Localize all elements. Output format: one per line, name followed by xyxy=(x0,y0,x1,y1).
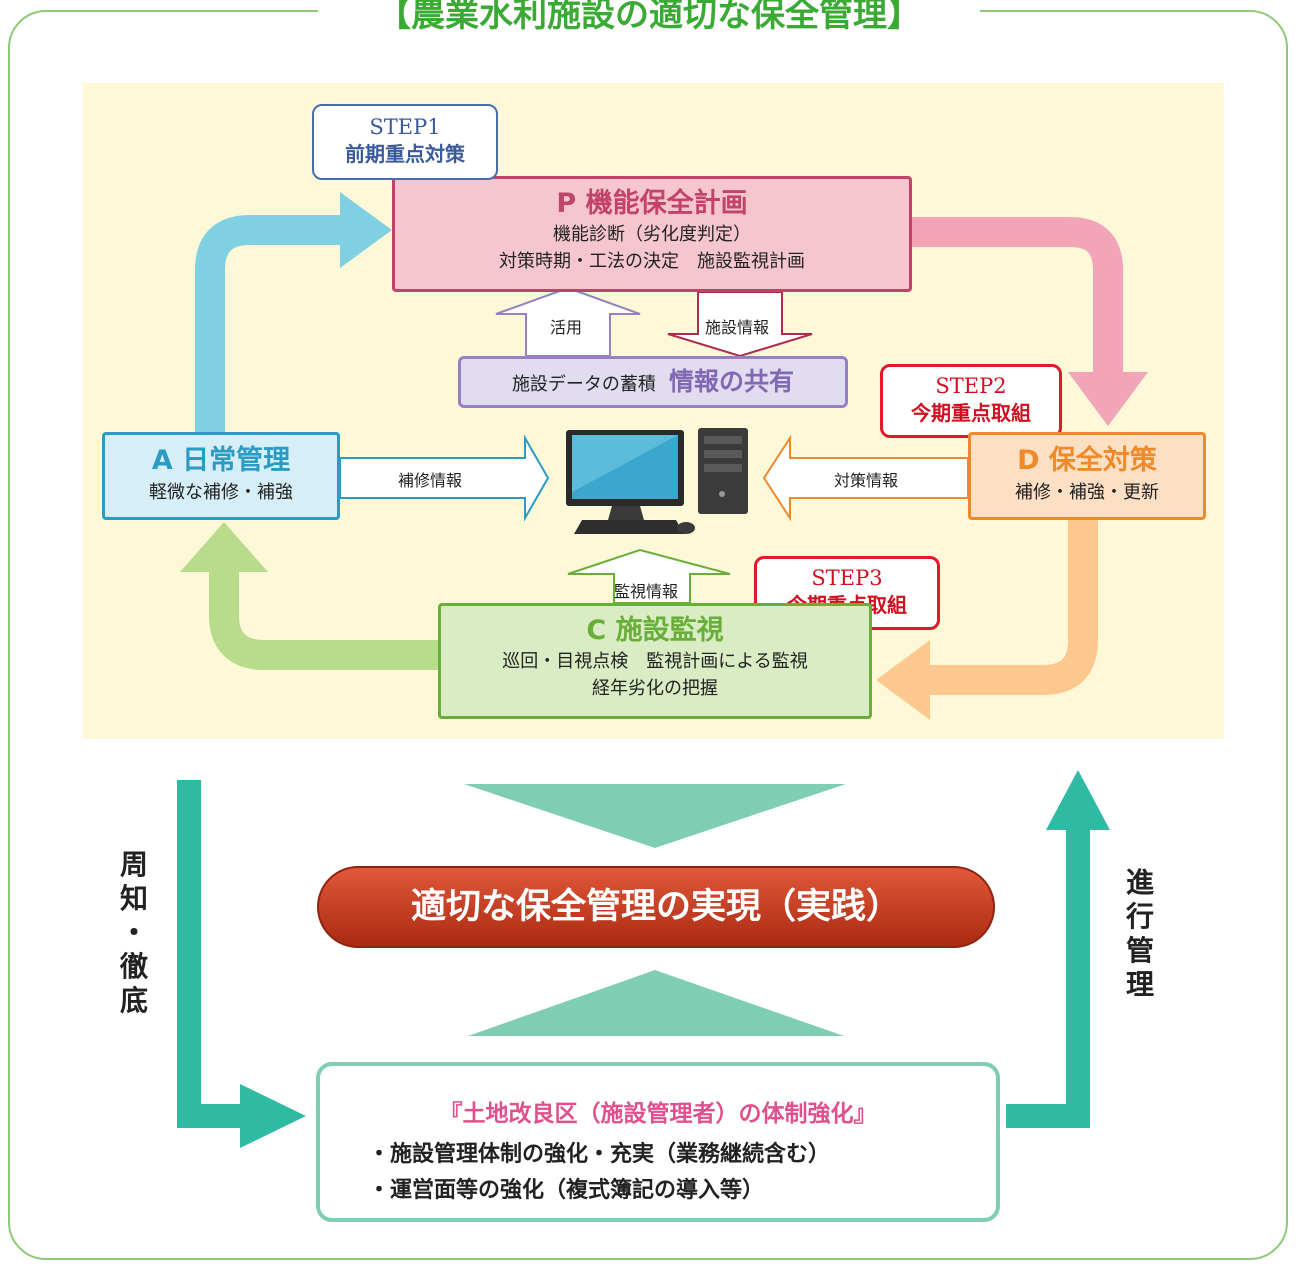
step3-number: STEP3 xyxy=(811,566,883,590)
right-vchar: 管 xyxy=(1125,934,1154,967)
bottom-heading: 『土地改良区（施設管理者）の体制強化』 xyxy=(439,1101,877,1127)
hoshu-joho-label: 補修情報 xyxy=(398,471,463,490)
right-vchar: 理 xyxy=(1125,968,1154,1001)
info-share-main: 情報の共有 xyxy=(669,367,795,396)
right-teal-arrowhead xyxy=(1046,770,1110,830)
main-banner-shape xyxy=(317,866,995,948)
p-line2: 対策時期・工法の決定 施設監視計画 xyxy=(499,251,805,272)
bottom-item2: ・運営面等の強化（複式簿記の導入等） xyxy=(368,1178,765,1203)
left-vchar: 知 xyxy=(119,882,148,915)
left-teal-arrow-shaft xyxy=(177,780,244,1128)
cycle-arrow-d-to-c xyxy=(930,520,1098,695)
left-vchar: ・ xyxy=(119,916,148,949)
right-vchar: 行 xyxy=(1125,900,1154,933)
bottom-box: 『土地改良区（施設管理者）の体制強化』 ・施設管理体制の強化・充実（業務継続含む… xyxy=(316,1062,1000,1222)
d-heading: D 保全対策 xyxy=(1017,445,1157,476)
left-teal-arrowhead xyxy=(240,1084,306,1148)
c-line1: 巡回・目視点検 監視計画による監視 xyxy=(502,651,808,672)
left-vertical-text: 周 知 ・ 徹 底 xyxy=(114,848,154,1018)
cycle-arrow-a-to-p xyxy=(195,215,340,432)
cycle-arrow-p-to-d xyxy=(912,217,1123,372)
bottom-teal-up-shape xyxy=(468,970,844,1036)
taisaku-joho-arrow xyxy=(762,434,969,522)
cycle-arrow-c-to-a xyxy=(209,572,440,670)
katsuyo-label: 活用 xyxy=(550,318,583,337)
c-line2: 経年劣化の把握 xyxy=(592,678,718,699)
step1-number: STEP1 xyxy=(369,115,441,139)
a-heading: A 日常管理 xyxy=(151,445,291,476)
step2-label: 今期重点取組 xyxy=(911,401,1031,425)
cycle-arrowhead-d-to-c xyxy=(876,640,930,720)
taisaku-joho-label: 対策情報 xyxy=(834,471,899,490)
monitor-stand xyxy=(608,506,644,520)
step1-label: 前期重点対策 xyxy=(345,142,465,166)
right-vertical-text: 進 行 管 理 xyxy=(1120,866,1160,1002)
left-vchar: 徹 xyxy=(119,950,148,983)
step1-badge: STEP1 前期重点対策 xyxy=(312,104,498,180)
left-vchar: 周 xyxy=(119,848,148,881)
keyboard xyxy=(574,520,684,534)
cycle-arrowhead-a-to-p xyxy=(340,192,392,268)
step2-badge: STEP2 今期重点取組 xyxy=(880,364,1062,438)
shisetsu-joho-label: 施設情報 xyxy=(705,318,770,337)
left-vchar: 底 xyxy=(119,984,148,1017)
p-line1: 機能診断（劣化度判定） xyxy=(553,224,751,245)
info-share-box: 施設データの蓄積 情報の共有 xyxy=(458,356,848,408)
kanshi-joho-label: 監視情報 xyxy=(614,582,679,601)
cycle-arrowhead-c-to-a xyxy=(180,522,268,572)
monitor-screen-glare xyxy=(572,435,678,492)
a-box: A 日常管理 軽微な補修・補強 xyxy=(102,432,340,520)
p-box: P 機能保全計画 機能診断（劣化度判定） 対策時期・工法の決定 施設監視計画 xyxy=(392,176,912,292)
p-heading: P 機能保全計画 xyxy=(556,188,748,219)
kanshi-joho-arrow xyxy=(567,548,731,604)
page-title: 【農業水利施設の適切な保全管理】 xyxy=(377,0,921,35)
step2-number: STEP2 xyxy=(935,374,1007,398)
c-heading: C 施設監視 xyxy=(586,615,724,646)
bottom-item1: ・施設管理体制の強化・充実（業務継続含む） xyxy=(368,1142,831,1167)
hoshu-joho-arrow xyxy=(339,434,550,522)
a-line: 軽微な補修・補強 xyxy=(149,482,293,503)
title-background: 【農業水利施設の適切な保全管理】 xyxy=(318,0,980,36)
right-vchar: 進 xyxy=(1125,866,1154,899)
main-banner-text: 適切な保全管理の実現（実践） xyxy=(410,887,901,927)
c-box: C 施設監視 巡回・目視点検 監視計画による監視 経年劣化の把握 xyxy=(438,603,872,719)
katsuyo-arrow xyxy=(495,286,641,357)
cycle-arrowhead-p-to-d xyxy=(1068,372,1148,426)
d-line: 補修・補強・更新 xyxy=(1015,482,1159,503)
shisetsu-joho-arrow xyxy=(667,291,813,358)
mouse xyxy=(677,522,695,534)
d-box: D 保全対策 補修・補強・更新 xyxy=(968,432,1206,520)
info-share-prefix: 施設データの蓄積 xyxy=(511,374,656,395)
right-teal-arrow-shaft xyxy=(1006,828,1090,1128)
top-teal-down-shape xyxy=(464,784,846,848)
